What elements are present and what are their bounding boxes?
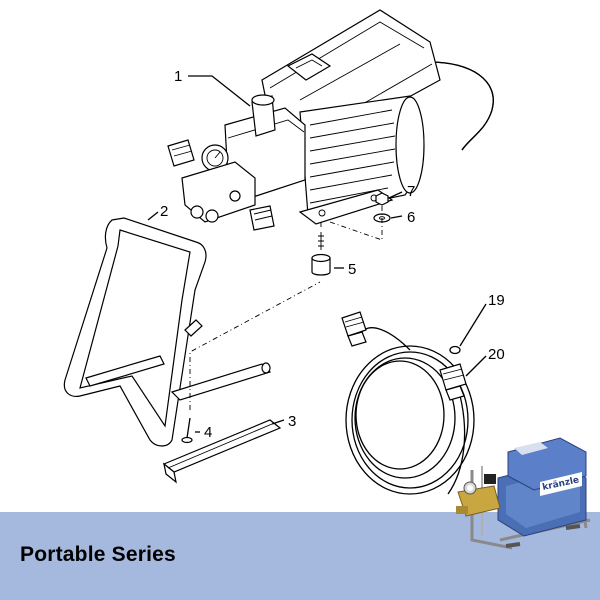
product-photo: kränzle [456, 437, 591, 550]
runner-skid [162, 419, 285, 484]
power-cord [429, 61, 494, 151]
nut [329, 191, 403, 241]
high-pressure-hose [341, 311, 487, 495]
callout-4: 4 [204, 424, 212, 441]
callout-6: 6 [407, 209, 415, 226]
frame-tube [63, 211, 272, 447]
callout-3: 3 [288, 413, 296, 430]
o-ring [449, 303, 487, 355]
callout-5: 5 [348, 261, 356, 278]
washer [373, 213, 403, 223]
callout-7: 7 [407, 183, 415, 200]
callout-1: 1 [174, 68, 182, 85]
callout-20: 20 [488, 346, 505, 363]
screw [181, 281, 321, 444]
callout-2: 2 [160, 203, 168, 220]
callout-19: 19 [488, 292, 505, 309]
footer-banner [0, 512, 600, 600]
series-title: Portable Series [20, 543, 176, 566]
pump-motor-assembly [167, 9, 441, 231]
rubber-foot [311, 222, 344, 276]
